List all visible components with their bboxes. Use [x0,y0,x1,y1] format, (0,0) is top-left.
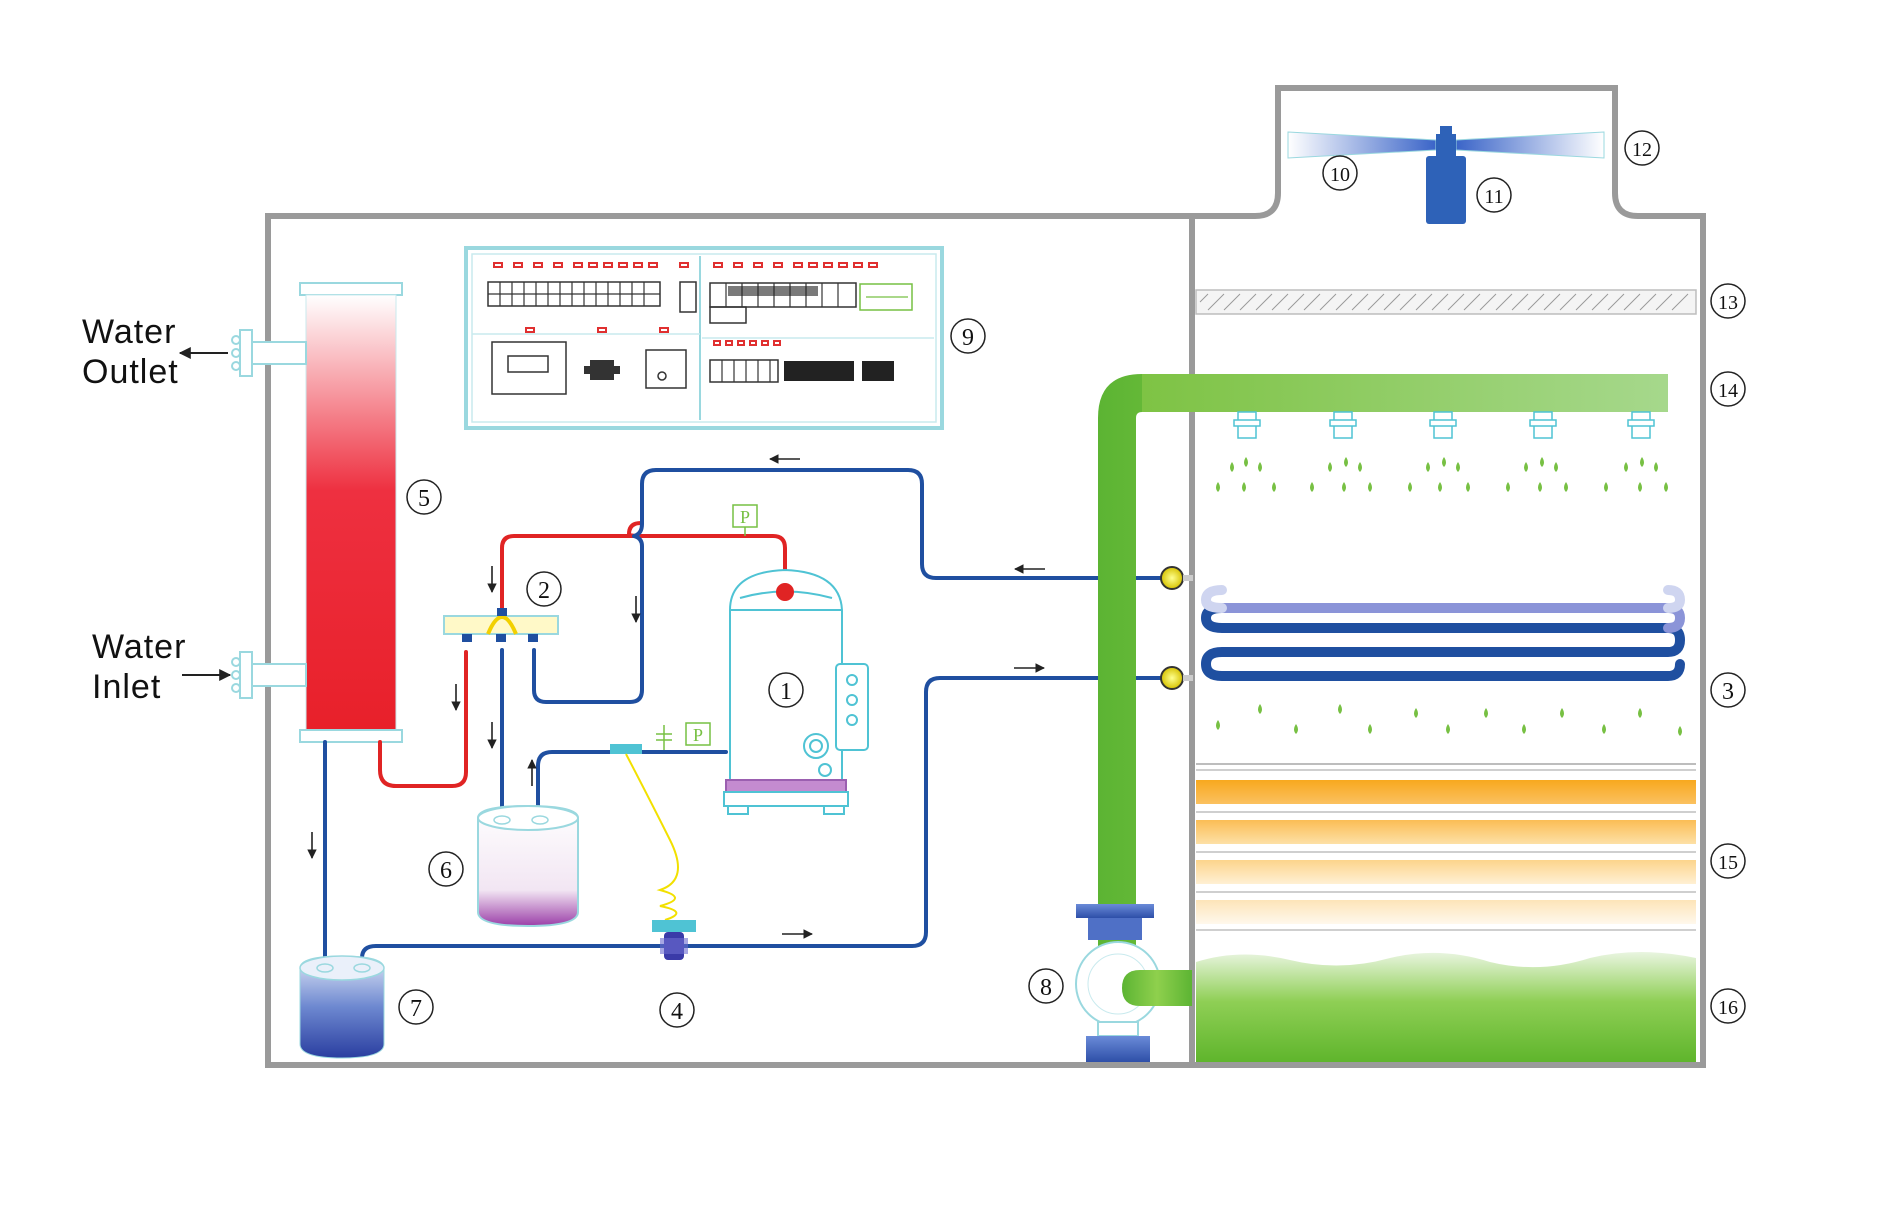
water-outlet-label-line2: Outlet [82,353,179,391]
svg-text:6: 6 [440,858,452,884]
fan [1287,126,1605,159]
callout-1: 1 [768,672,804,708]
callouts: 1 2 3 4 5 6 7 8 9 10 11 12 13 14 15 16 [398,130,1746,1028]
svg-text:12: 12 [1632,139,1652,161]
svg-text:14: 14 [1718,380,1738,402]
callout-13: 13 [1710,283,1746,319]
water-inlet-label: Water Inlet [92,627,186,707]
spray-nozzles [1233,411,1655,439]
callout-6: 6 [428,851,464,887]
fan-motor [1426,146,1466,224]
callout-15: 15 [1710,843,1746,879]
housing-frame [265,85,1706,1068]
callout-7: 7 [398,989,434,1025]
svg-text:1: 1 [780,679,792,705]
water-outlet-label: Water Outlet [82,312,179,392]
receiver-tank [299,955,385,1059]
callout-16: 16 [1710,988,1746,1024]
gauge-letter: P [693,725,703,745]
svg-text:9: 9 [962,325,974,351]
gauge-letter: P [740,507,750,527]
drift-eliminator [1195,289,1697,315]
four-way-valve [443,608,559,642]
water-outlet-label-line1: Water [82,313,177,351]
coil-connector-bottom [1183,675,1193,681]
pressure-gauge-discharge: P [732,504,758,536]
sensor-wire [625,753,679,921]
water-pump [1075,904,1192,1062]
svg-text:3: 3 [1722,679,1734,705]
pressure-gauge-suction: P [656,722,711,750]
svg-text:15: 15 [1718,852,1738,874]
condenser [231,282,403,743]
heat-exchange-coil [1200,583,1686,681]
spray-pipe [1098,374,1668,1002]
svg-text:5: 5 [418,486,430,512]
fill-media [1196,769,1696,931]
pressure-switch [610,744,642,754]
callout-8: 8 [1028,968,1064,1004]
expansion-valve [652,920,696,960]
callout-12: 12 [1624,130,1660,166]
svg-text:8: 8 [1040,975,1052,1001]
callout-14: 14 [1710,371,1746,407]
callout-2: 2 [526,571,562,607]
coil-connector-top [1183,575,1193,581]
svg-text:11: 11 [1484,186,1503,208]
svg-text:7: 7 [410,996,422,1022]
refrigerant-lines [323,468,1174,970]
svg-text:16: 16 [1718,997,1738,1019]
water-basin [1196,952,1696,1062]
svg-text:4: 4 [671,999,683,1025]
flow-arrows [307,454,1045,939]
callout-11: 11 [1476,177,1512,213]
svg-text:10: 10 [1330,164,1350,186]
callout-9: 9 [950,318,986,354]
water-inlet-label-line2: Inlet [92,668,162,706]
callout-3: 3 [1710,672,1746,708]
water-droplets [1216,457,1682,736]
callout-4: 4 [659,992,695,1028]
water-inlet-label-line1: Water [92,628,187,666]
coil-outlet-valve [1160,666,1184,690]
separator-tank [477,804,579,928]
svg-text:2: 2 [538,578,550,604]
coil-inlet-valve [1160,566,1184,590]
svg-text:13: 13 [1718,292,1738,314]
callout-5: 5 [406,479,442,515]
contactor-block [584,360,620,380]
control-cabinet [464,246,944,430]
callout-10: 10 [1322,155,1358,191]
